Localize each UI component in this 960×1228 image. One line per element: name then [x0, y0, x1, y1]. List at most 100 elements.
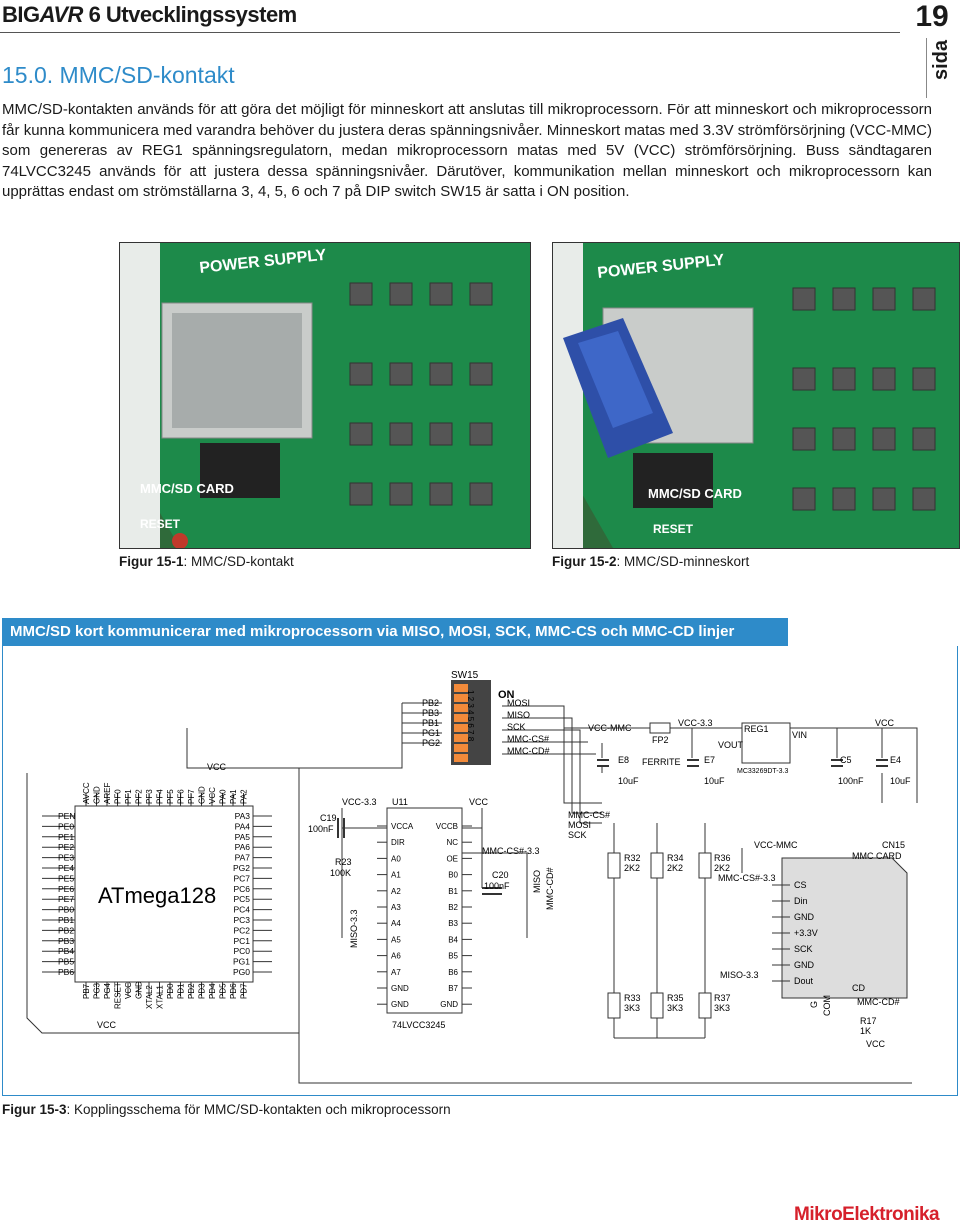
mcu-bottom-pin: PD0: [166, 983, 175, 999]
mcu-right-pin: PA6: [235, 842, 251, 852]
u11-left-pin: DIR: [391, 838, 405, 847]
mcu-bottom-pin: PB7: [82, 983, 91, 999]
photo-label-mmc: MMC/SD CARD: [140, 481, 234, 496]
card-pin: Din: [794, 896, 808, 906]
e4-label: E4: [890, 755, 901, 765]
bus-mmccs: MMC-CS#: [568, 810, 610, 820]
mcu-right-pin: PC4: [233, 905, 250, 915]
mcu-name: ATmega128: [98, 883, 216, 908]
sw15-numbers: 1 2 3 4 5 6 7 8: [466, 690, 475, 742]
vccmmc-label: VCC-MMC: [588, 723, 632, 733]
mcu-top-pin: PF4: [156, 789, 165, 804]
mcu-left-pin: PE4: [58, 863, 74, 873]
mcu-left-pin: PE5: [58, 873, 74, 883]
mcu-right-pin: PC3: [233, 915, 250, 925]
r36-value: 2K2: [714, 863, 730, 873]
cn15-name: MMC CARD: [852, 851, 902, 861]
mcu-top-pin: PF6: [177, 789, 186, 804]
c5-label: C5: [840, 755, 852, 765]
mcu-bottom-pin: PD5: [219, 983, 228, 999]
r32-label: R32: [624, 853, 641, 863]
mcu-left-pin: PE7: [58, 894, 74, 904]
mcu-bottom-pin: PD2: [187, 983, 196, 999]
r17-vcc: VCC: [866, 1039, 886, 1049]
figure-caption-1: Figur 15-1: MMC/SD-kontakt: [119, 554, 294, 569]
schematic-frame: [2, 646, 958, 1096]
u11-right-pin: B5: [448, 952, 458, 961]
r35-label: R35: [667, 993, 684, 1003]
c20-value: 100nF: [484, 881, 510, 891]
e8-value: 10uF: [618, 776, 639, 786]
reg-part: MC33269DT-3.3: [737, 768, 788, 775]
u11-left-pin: A6: [391, 952, 401, 961]
mcu-top-pin: PF2: [135, 789, 144, 804]
sw-right-4: MMC-CD#: [507, 746, 550, 756]
mcu-left-pin: PB5: [58, 957, 74, 967]
u11-right-pin: B3: [448, 919, 458, 928]
u11-left-pin: A0: [391, 854, 401, 863]
e7-value: 10uF: [704, 776, 725, 786]
mcu-top-pin: VCC: [208, 787, 217, 804]
u11-left-pin: A5: [391, 935, 401, 944]
r36-label: R36: [714, 853, 731, 863]
miso33-vertical: MISO-3.3: [349, 909, 359, 948]
cn15-label: CN15: [882, 840, 905, 850]
sw15-label: SW15: [451, 670, 479, 681]
c5-value: 100nF: [838, 776, 864, 786]
mcu-top-pin: PA0: [219, 789, 228, 804]
mcu-left-pin: PE0: [58, 821, 74, 831]
r33-label: R33: [624, 993, 641, 1003]
photo2-label-reset: RESET: [653, 522, 694, 536]
u11-right-pin: B1: [448, 887, 458, 896]
r17-value: 1K: [860, 1026, 871, 1036]
com-label: COM: [822, 995, 832, 1016]
r23-value: 100K: [330, 868, 351, 878]
e4-value: 10uF: [890, 776, 911, 786]
u11-right-pin: B4: [448, 935, 458, 944]
card-pin: +3.3V: [794, 928, 818, 938]
mcu-right-pin: PA4: [235, 821, 251, 831]
card-pin: GND: [794, 960, 815, 970]
miso-vertical: MISO: [532, 870, 542, 893]
mcu-left-pin: PE3: [58, 853, 74, 863]
c20-label: C20: [492, 870, 509, 880]
card-pin: GND: [794, 912, 815, 922]
mcu-right-pin: PC5: [233, 894, 250, 904]
vout-label: VOUT: [718, 740, 744, 750]
mcu-right-pin: PC6: [233, 884, 250, 894]
schematic-diagram: SW15 ON 1 2 3 4 5 6 7 8 PB2 PB3 PB1 PG1 …: [26, 670, 918, 1084]
mcu-bottom-pin: GND: [135, 981, 144, 999]
mikroelektronika-logo: MikroElektronika: [794, 1204, 940, 1225]
schematic-banner: MMC/SD kort kommunicerar med mikroproces…: [2, 618, 788, 646]
mcu-left-pin: PEN: [58, 811, 75, 821]
mcu-bottom-pin: PD1: [177, 983, 186, 999]
bus-mosi: MOSI: [568, 820, 591, 830]
mcu-right-pin: PA5: [235, 832, 251, 842]
mcu-bottom-pin: PG3: [93, 982, 102, 999]
r34-label: R34: [667, 853, 684, 863]
mmccd-vertical: MMC-CD#: [545, 868, 555, 911]
e8-label: E8: [618, 755, 629, 765]
r37-label: R37: [714, 993, 731, 1003]
sw-right-0: MOSI: [507, 698, 530, 708]
g-label: G: [809, 1001, 819, 1008]
u11-right-pin: GND: [440, 1000, 458, 1009]
u11-left-pin: VCCA: [391, 822, 414, 831]
cd-label: CD: [852, 983, 865, 993]
vcc33-label: VCC-3.3: [342, 797, 377, 807]
u11-right-pin: OE: [446, 854, 458, 863]
mcu-top-pin: PA1: [229, 789, 238, 804]
photo-mmc-connector: POWER SUPPLY MMC/SD CARD RESET: [119, 242, 531, 549]
mcu-top-pin: GND: [198, 786, 207, 804]
u11-left-pin: A4: [391, 919, 401, 928]
mcu-right-pin: PC0: [233, 946, 250, 956]
vin-label: VIN: [792, 730, 807, 740]
intro-paragraph: MMC/SD-kontakten används för att göra de…: [2, 101, 932, 200]
mcu-right-pin: PC2: [233, 925, 250, 935]
u11-right-pin: NC: [446, 838, 458, 847]
mcu-vcc-bottom: VCC: [97, 1020, 117, 1030]
mcu-top-pin: PF0: [114, 789, 123, 804]
u11-right-pin: B0: [448, 871, 458, 880]
mcu-left-pin: PE1: [58, 832, 74, 842]
bus-sck: SCK: [568, 830, 587, 840]
